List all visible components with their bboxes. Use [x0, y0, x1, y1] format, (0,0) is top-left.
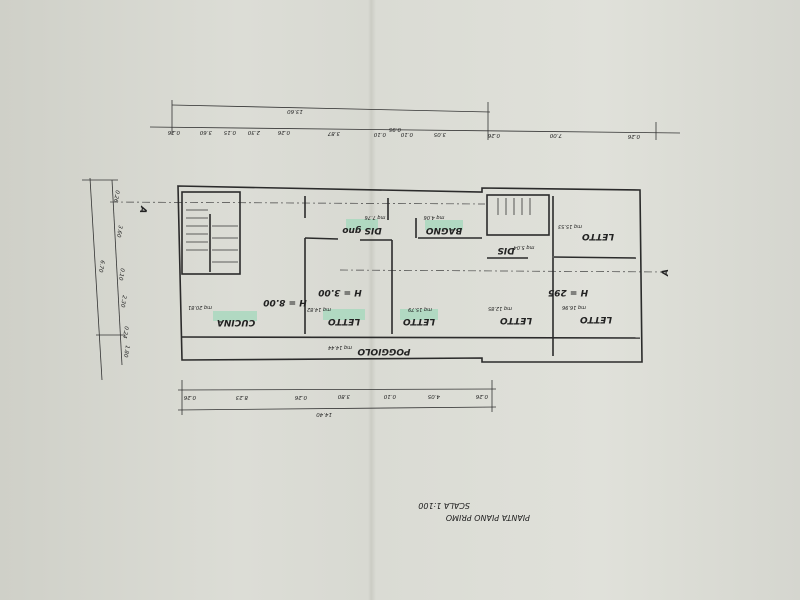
dimension-label: 3.60	[199, 129, 212, 135]
dimension-label: 8.23	[235, 394, 248, 400]
highlight	[425, 220, 463, 230]
dimension-label: 4.05	[427, 393, 440, 399]
left-dimension-labels: 0.26 3.60 0.10 2.30 0.24 1.80 6.70	[97, 190, 130, 359]
dimension-label: 0.26	[167, 129, 180, 135]
dimension-label: 0.15	[223, 129, 236, 135]
bottom-dimensions	[177, 380, 497, 415]
height-label: H = 295	[548, 287, 588, 297]
room-area: mq 15.53	[558, 223, 582, 229]
section-line	[339, 269, 666, 273]
walls	[177, 185, 643, 363]
dimension-label: 0.10	[117, 268, 125, 282]
room-area: mq 15.79	[408, 306, 432, 312]
highlight	[213, 311, 257, 321]
dimension-label: 0.10	[383, 393, 396, 399]
section-mark: A	[137, 204, 148, 214]
dimension-label: 3.05	[433, 131, 446, 137]
dimension-label: 0.10	[373, 131, 386, 137]
dimension-label: 3.60	[115, 225, 123, 239]
title-line-1: PIANTA PIANO PRIMO	[446, 513, 530, 522]
title-line-2: SCALA 1:100	[418, 501, 470, 510]
dimension-label: 0.26	[475, 393, 488, 399]
room-label-letto: LETTO	[580, 314, 612, 324]
height-label: H = 8.00	[263, 297, 307, 307]
top-dimension-labels: 0.26 3.60 0.15 2.30 0.26 3.87 0.10 0.95 …	[167, 126, 640, 139]
dimension-label: 1.80	[122, 345, 130, 359]
room-area: mq 12.85	[488, 305, 512, 311]
dimension-label: 0.26	[294, 394, 307, 400]
room-label-letto: LETTO	[328, 316, 360, 326]
dimension-label: 2.30	[247, 129, 260, 135]
height-label: H = 3.00	[318, 287, 362, 297]
dimension-label: 2.30	[119, 295, 127, 309]
highlight	[323, 309, 365, 320]
dimension-label: 6.70	[97, 260, 105, 274]
dimension-total: 13.60	[287, 108, 303, 114]
room-label-disimpegno: DIS gno	[342, 225, 381, 235]
room-area: mq 20.81	[188, 304, 212, 310]
dimension-label: 0.95	[388, 126, 401, 132]
room-label-letto: LETTO	[500, 315, 532, 325]
dimension-label: 7.00	[549, 132, 562, 138]
dimension-label: 0.26	[277, 129, 290, 135]
bottom-dimension-labels: 0.26 8.23 0.26 3.80 0.10 4.05 0.26 14.40	[183, 393, 488, 417]
room-area: mq 5.04	[514, 244, 535, 250]
room-label-cucina: CUCINA	[217, 317, 255, 327]
room-area: mq 4.06	[424, 214, 445, 220]
room-label-letto: LETTO	[403, 316, 435, 326]
dimension-label: 0.26	[183, 394, 196, 400]
room-label-poggiolo: POGGIOLO	[357, 346, 410, 356]
section-line	[109, 201, 486, 205]
left-dimensions	[82, 177, 125, 381]
room-area: mq 14.44	[328, 344, 352, 350]
room-label-bagno: BAGNO	[425, 225, 462, 235]
dimension-label: 3.87	[327, 130, 340, 136]
stairs	[186, 198, 531, 263]
top-dimensions	[149, 100, 681, 140]
dimension-label: 0.26	[627, 133, 640, 139]
dimension-label: 0.10	[400, 131, 413, 137]
dimension-label: 14.40	[316, 411, 332, 417]
dimension-label: 0.26	[487, 132, 500, 138]
highlight	[346, 219, 378, 230]
dimension-label: 0.26	[112, 190, 120, 204]
highlight	[400, 309, 438, 320]
room-label-dis: DIS	[497, 245, 514, 255]
room-area: mq 7.76	[365, 214, 386, 220]
dimension-label: 0.24	[121, 326, 129, 340]
room-area: mq 14.82	[307, 306, 331, 312]
room-label-letto: LETTO	[582, 231, 614, 241]
dimension-label: 3.80	[337, 393, 350, 399]
section-mark: A	[661, 269, 671, 277]
room-area: mq 16.96	[562, 304, 586, 310]
